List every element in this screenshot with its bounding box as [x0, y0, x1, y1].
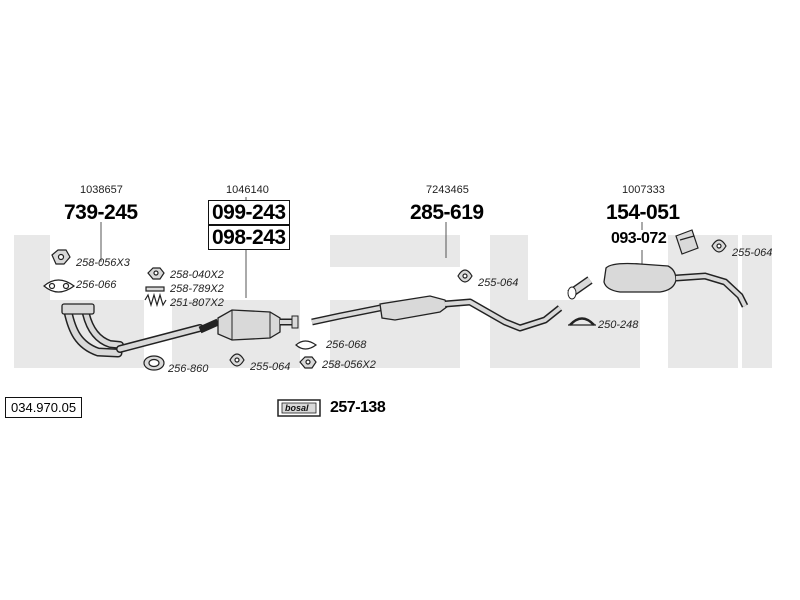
clamp-icon [569, 317, 595, 326]
part-number-rear-silencer[interactable]: 154-051 [606, 201, 680, 224]
accessory-label[interactable]: 255-064 [250, 361, 291, 373]
bolt-icon [145, 286, 165, 292]
accessory-label[interactable]: 258-040X2 [170, 269, 224, 281]
catalyst [198, 309, 299, 341]
rear-silencer [567, 262, 749, 308]
accessory-label[interactable]: 255-064 [732, 247, 773, 259]
accessory-label[interactable]: 258-056X3 [76, 257, 130, 269]
accessory-label[interactable]: 258-056X2 [322, 359, 376, 371]
part-number-rear-bracket[interactable]: 093-072 [611, 230, 667, 247]
part-number-catalyst-2[interactable]: 098-243 [208, 225, 290, 250]
accessory-label[interactable]: 256-066 [76, 279, 117, 291]
accessory-label[interactable]: 256-860 [168, 363, 209, 375]
gasket-icon [295, 340, 318, 350]
part-number-front-pipe[interactable]: 739-245 [64, 201, 138, 224]
accessory-label[interactable]: 256-068 [326, 339, 367, 351]
oem-number-front-pipe: 1038657 [80, 184, 123, 196]
spring-icon [144, 292, 167, 308]
hardware-parts [43, 229, 727, 417]
diagram-reference-number: 034.970.05 [5, 397, 83, 418]
part-number-mounting-kit[interactable]: 257-138 [330, 399, 386, 416]
accessory-label[interactable]: 255-064 [478, 277, 519, 289]
oem-number-catalyst: 1046140 [226, 184, 269, 196]
part-number-catalyst-1[interactable]: 099-243 [208, 200, 290, 225]
oem-number-centre-silencer: 7243465 [426, 184, 469, 196]
oem-number-rear-silencer: 1007333 [622, 184, 665, 196]
accessory-label[interactable]: 251-807X2 [170, 297, 224, 309]
centre-silencer-assembly [311, 295, 563, 332]
bosal-box-logo: bosal [285, 403, 309, 413]
accessory-label[interactable]: 258-789X2 [170, 283, 224, 295]
accessory-label[interactable]: 250-248 [598, 319, 639, 331]
part-number-centre-silencer[interactable]: 285-619 [410, 201, 484, 224]
front-pipe [61, 303, 204, 358]
